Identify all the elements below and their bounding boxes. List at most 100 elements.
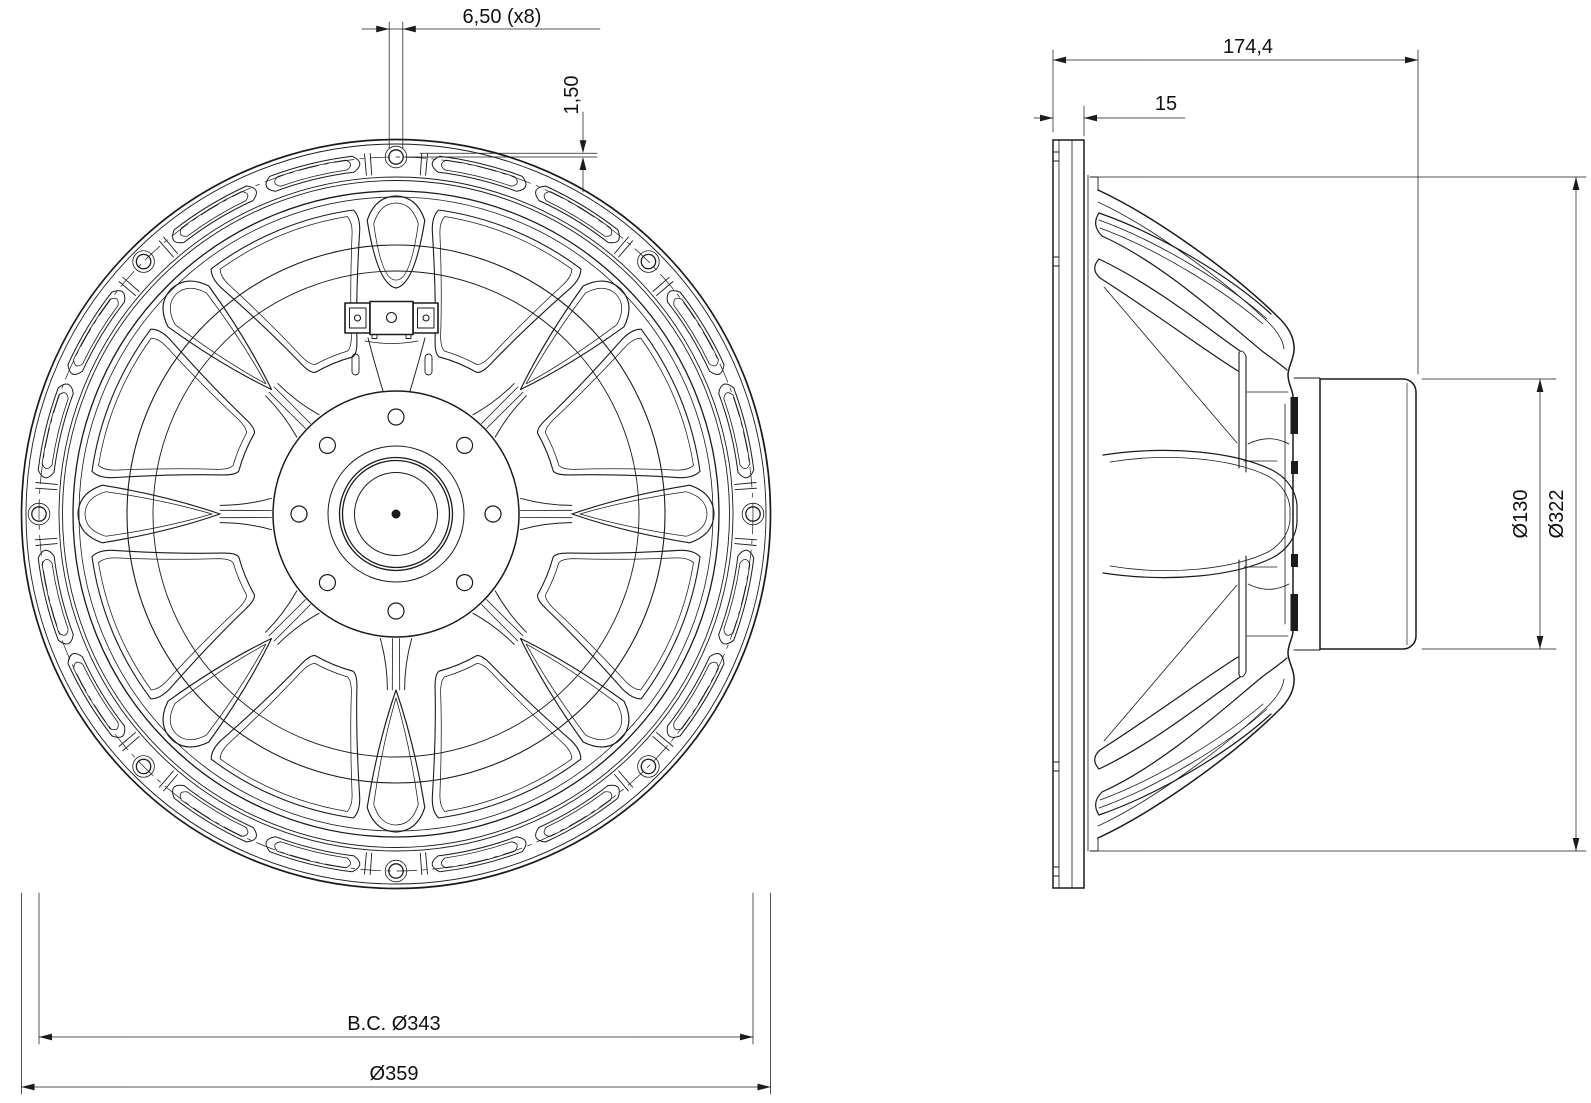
hole-boss-edge [158,770,174,788]
spoke-stem-edge [472,383,515,416]
spoke-stem-inner-edge [486,599,524,637]
hole-boss-edge [734,543,757,546]
rim-vent-slot-inner [274,841,351,869]
spoke-stem-edge [277,383,320,416]
basket-circle [272,390,520,638]
mounting-hole-chamfer [27,502,51,526]
rim-vent-slot [265,155,361,192]
hole-boss-edge [163,236,178,254]
dimension-arrowhead [579,140,587,154]
center-point [391,509,401,519]
terminal-center-plate [369,300,414,336]
spoke-stem-edge [494,590,527,633]
spoke-slot-draft-line [84,491,213,537]
rim-vent-slot [172,784,257,843]
spoke-profile-edge [1101,235,1288,371]
rim-vent-slot-inner [673,297,719,367]
basket-circle [341,459,451,569]
hole-boss-edge [35,543,58,546]
spoke-stem-edge [265,590,298,633]
basket-window [91,549,255,700]
mounting-hole-chamfer [637,755,660,778]
front-view: 6,50 (x8) 1,50 B.C. Ø343 Ø359 [20,6,772,1095]
rim-vent-slot-inner [543,191,613,237]
rim-vent-slot [535,185,620,244]
basket-circle [152,270,640,758]
rim-vent-slot-inner [543,791,613,837]
hole-boss-edge [364,852,367,875]
basket-window-draft-line [98,337,247,471]
terminal-web-edge [409,337,426,392]
spoke-slot-draft-line [525,643,623,741]
mounting-hole-chamfer [132,250,155,273]
hub-hole [455,436,474,455]
mounting-hole-chamfer [637,250,660,273]
spoke-profile-cap [1094,258,1101,279]
hub-hole [318,436,337,455]
basket-window [210,655,361,819]
spoke-stem-edge [219,522,272,531]
terminal-web-edge [367,337,384,392]
side-view-lower-half [1052,513,1321,877]
spoke-stem-edge [520,497,573,506]
dim-label-hole-diameter: 6,50 (x8) [463,6,542,28]
spoke-stem-inner-edge [481,604,519,642]
basket-window [431,655,582,819]
hole-boss-edge [734,537,758,541]
spoke-stem-edge [404,638,413,691]
side-view-upper-half [1052,151,1321,515]
rim-vent-slot [37,549,74,645]
mounting-hole [745,506,761,522]
rim-vent-slot-inner [73,297,119,367]
hole-boss-edge [614,774,629,792]
mounting-hole [640,758,657,775]
dimension-arrowhead [402,25,416,33]
rim-vent-slot [718,383,755,479]
dimension-arrowhead [740,1033,753,1041]
dimension-arrowhead [1572,838,1580,851]
gasket-section [1291,461,1298,474]
rim-vent-slot-inner [441,841,518,869]
rim-vent-slot [265,836,361,873]
basket-outer-profile [1097,189,1295,515]
basket-circle [327,445,465,583]
magnet-outline [1319,378,1417,650]
dimension-arrowhead [757,1083,771,1091]
hole-boss-edge [614,236,629,254]
bolt-circle-centerline [38,156,754,872]
terminal-right-hole [422,314,430,322]
dim-label-overall-depth: 174,4 [1223,36,1273,58]
hole-boss-edge [618,770,634,788]
front-view-dimensions [21,21,771,1095]
spoke-slot [366,195,426,289]
terminal-foot [371,334,378,339]
spoke-slot-draft-line [373,202,419,281]
spoke-stem-inner-edge [486,391,524,429]
gasket-section [1290,397,1298,434]
mounting-hole [388,863,404,879]
spoke-profile-edge [1098,258,1241,352]
mounting-hole [135,253,152,270]
hole-boss-edge [425,852,428,875]
rim-vent-slot-inner [673,661,719,731]
surround-edge-inner [1098,219,1268,320]
hole-boss-edge [369,152,373,176]
hub-hole [484,505,502,523]
rim-vent-slot [37,383,74,479]
dimension-arrowhead [21,1083,35,1091]
spoke-slot-draft-line [579,491,708,537]
rim-vent-slot-inner [179,191,249,237]
spoke-slot [77,484,221,544]
basket-mouth-step [1089,176,1099,191]
hole-boss-edge [34,487,58,491]
dimension-arrowhead [39,1033,52,1041]
hole-boss-edge [163,774,178,792]
dimension-arrowhead [376,25,390,33]
hole-boss-edge [118,281,136,296]
terminal-block [344,300,439,392]
hole-boss-edge [734,482,757,485]
spoke-stem-edge [265,395,298,438]
basket-circle [62,180,730,848]
web-side-slot [351,353,360,376]
